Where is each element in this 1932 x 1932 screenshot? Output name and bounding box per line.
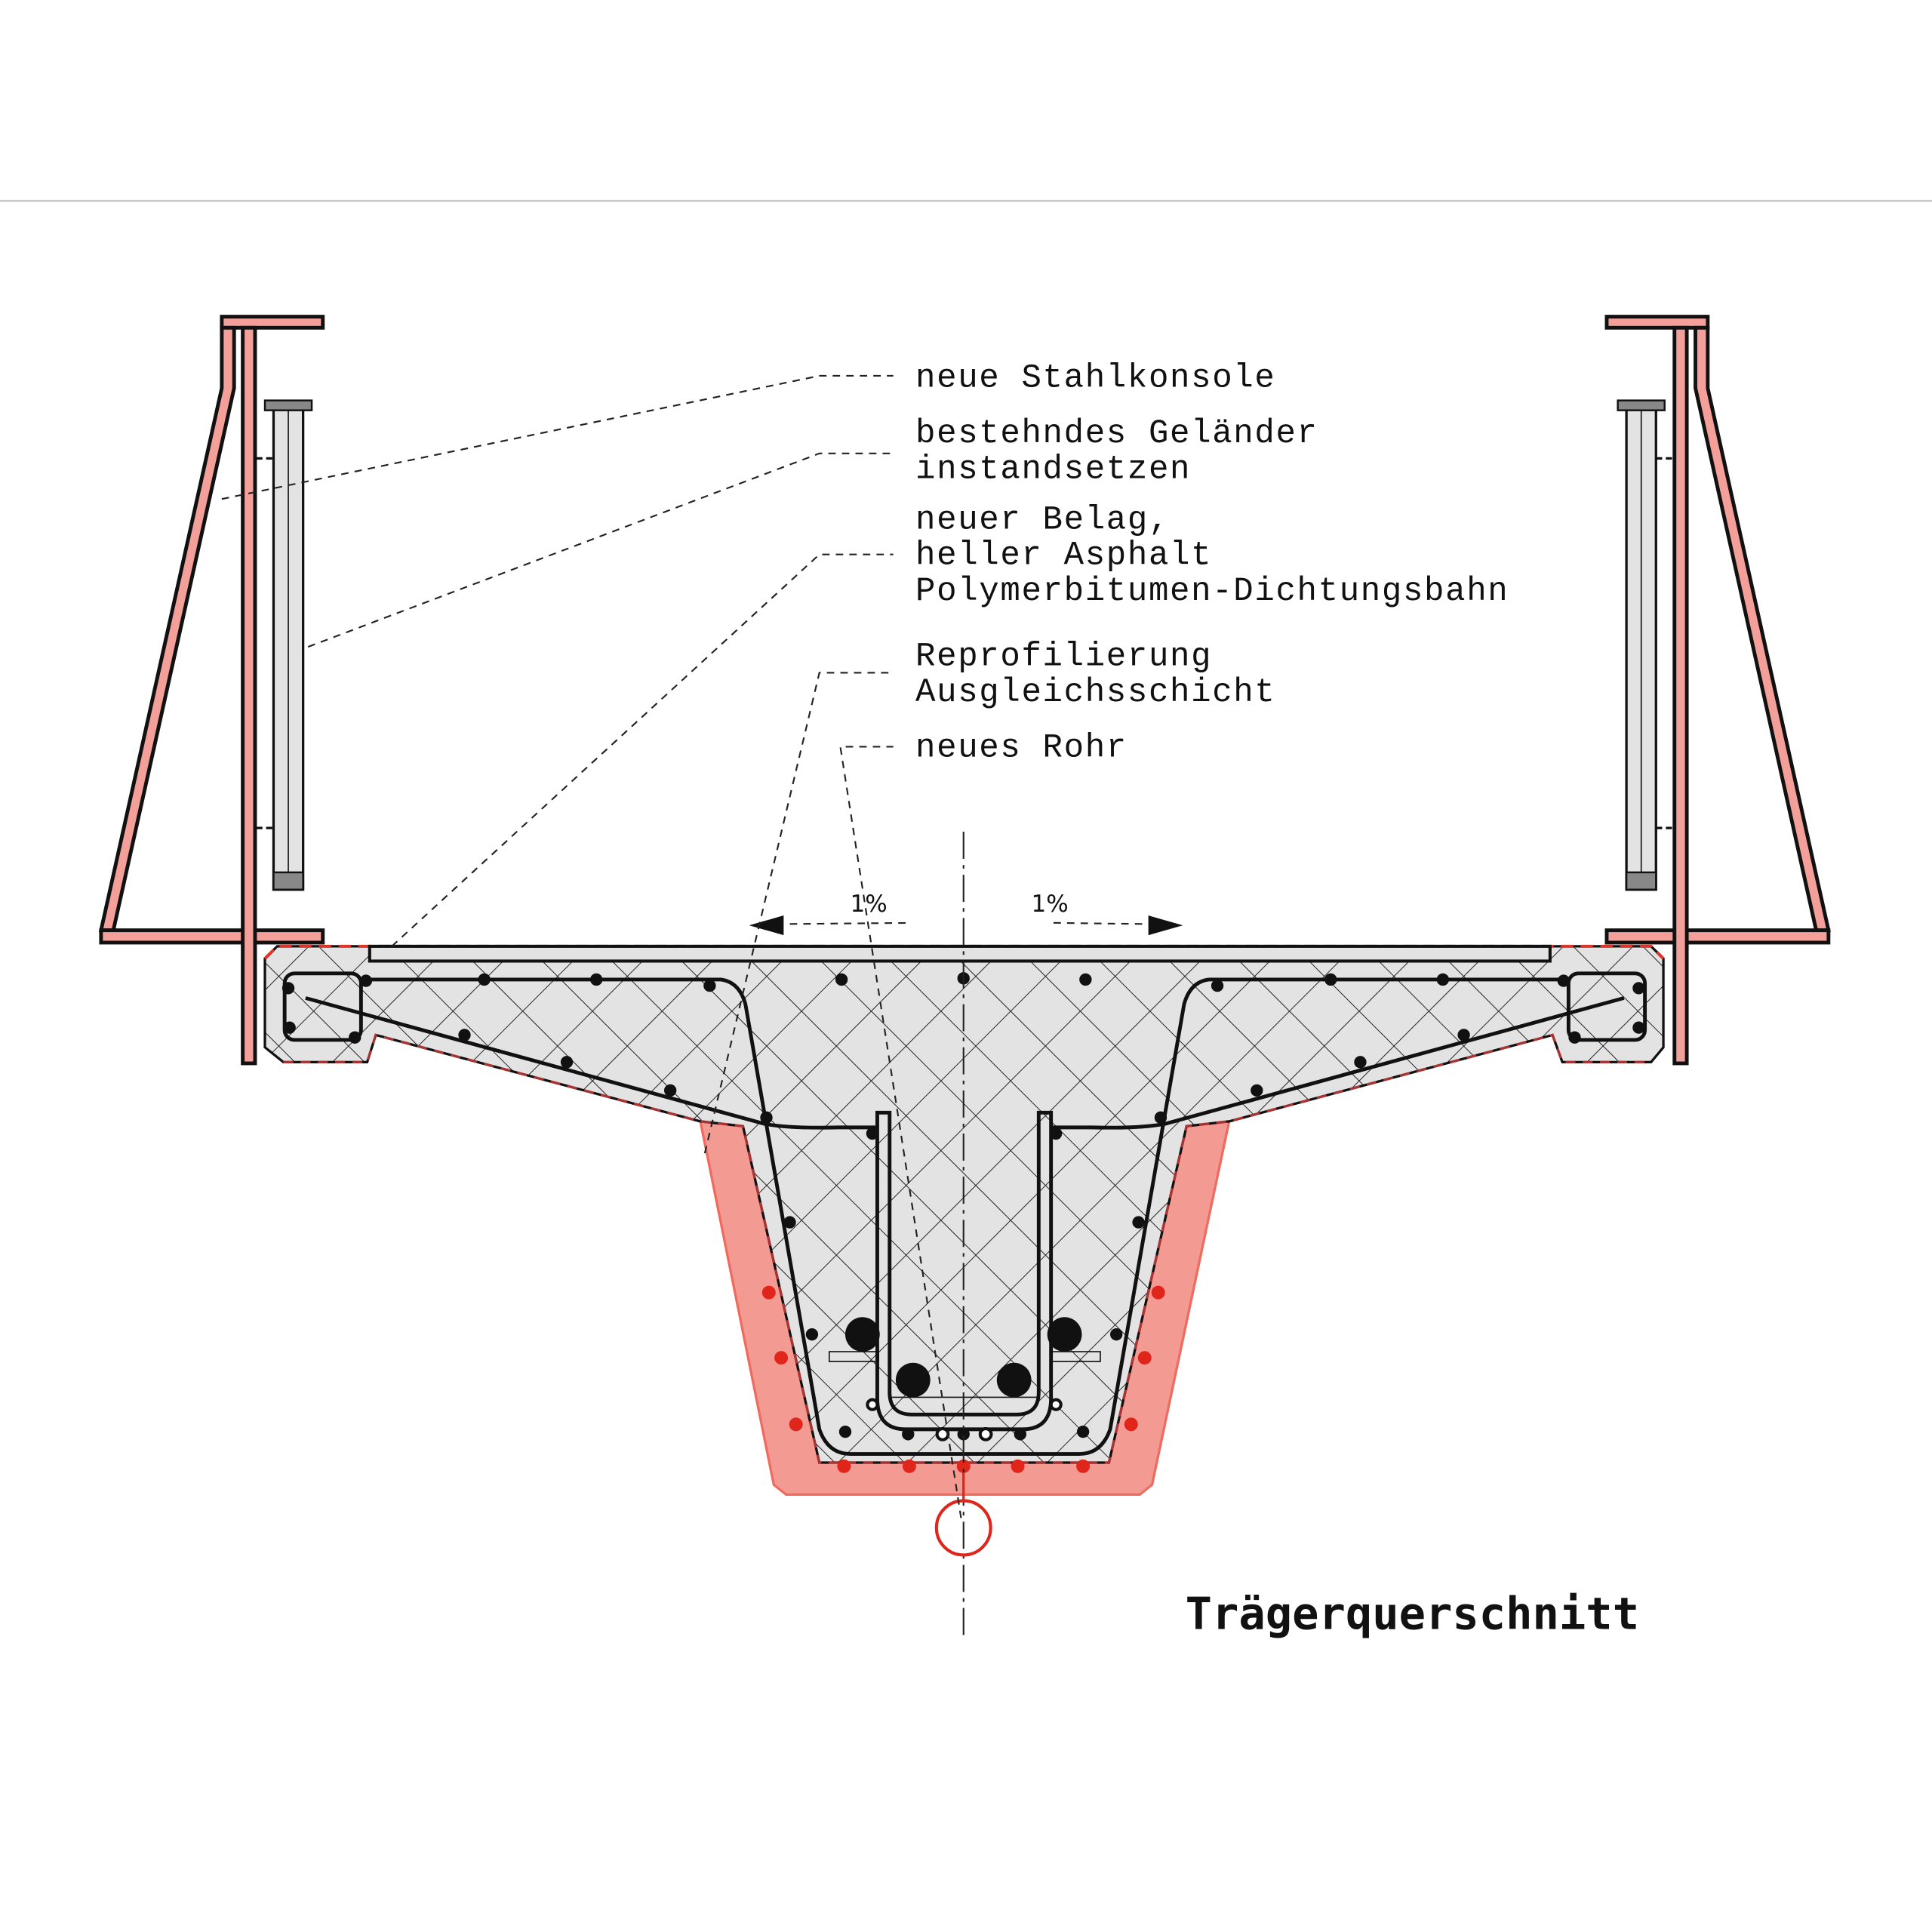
label-stahlkonsole: neue Stahlkonsole (915, 360, 1275, 398)
slope-right-label: 1% (1032, 891, 1069, 918)
reinforcement (305, 977, 1625, 1456)
waterproofing-line (263, 944, 1665, 960)
label-belag-2: heller Asphalt (915, 537, 1212, 575)
leader-stahlkonsole (221, 374, 894, 500)
slope-arrow-right (1053, 915, 1183, 936)
underside-dash (283, 1033, 1651, 1464)
new-rebar-dots (761, 1285, 1165, 1473)
label-gelaender-2: instandsetzen (915, 451, 1191, 488)
slope-arrow-left (749, 915, 912, 936)
drawing-title: Trägerquerschnitt (1186, 1587, 1639, 1639)
steel-console-right (1604, 315, 1831, 1066)
label-rohr: neues Rohr (915, 729, 1128, 767)
label-belag-1: neuer Belag, (915, 501, 1170, 539)
label-gelaender-1: bestehndes Geländer (915, 415, 1318, 453)
edge-stirrup-left (282, 971, 363, 1042)
tendon-ducts (866, 1398, 1063, 1441)
leader-belag (391, 553, 894, 947)
label-reprofilierung-1: Reprofilierung (915, 638, 1212, 676)
label-belag-3: Polymerbitumen-Dichtungsbahn (915, 573, 1509, 611)
railing-left (256, 399, 313, 891)
leader-gelaender (307, 452, 894, 648)
rebar-dots (281, 972, 1645, 1441)
leader-rohr (839, 746, 962, 1518)
asphalt-layer (368, 944, 1552, 963)
railing-right (1617, 399, 1674, 891)
new-pipe-circle (934, 1499, 992, 1557)
leader-reprofilierung (703, 672, 894, 1154)
label-reprofilierung-2: Ausgleichsschicht (915, 674, 1275, 712)
steel-console-left (98, 315, 325, 1066)
edge-stirrup-right (1566, 971, 1647, 1042)
slope-left-label: 1% (851, 891, 888, 918)
